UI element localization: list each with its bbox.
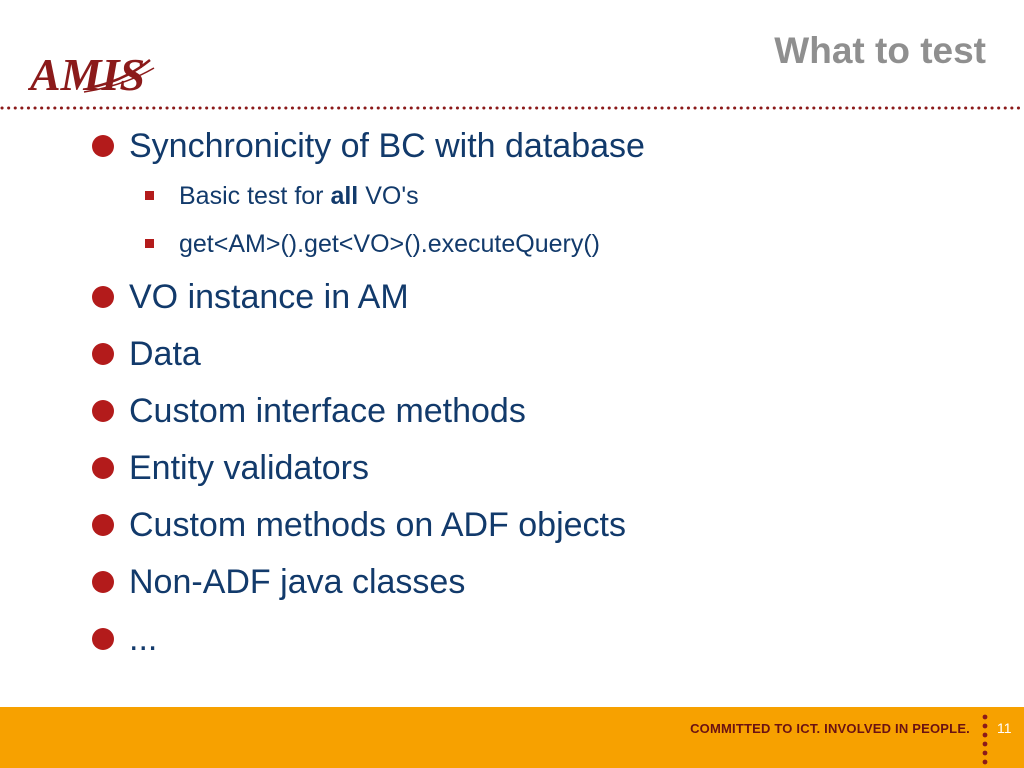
bullet-dot [92, 457, 114, 479]
bullet-item: Synchronicity of BC with database [92, 126, 992, 166]
footer-tagline: COMMITTED TO ICT. INVOLVED IN PEOPLE. [690, 721, 970, 736]
sub-bullet-square [145, 239, 154, 248]
sub-bullet-text: Basic test for all VO's [179, 182, 419, 210]
sub-bullet-item: Basic test for all VO's [92, 181, 992, 211]
bullet-dot [92, 286, 114, 308]
bullet-dot [92, 343, 114, 365]
page-number: 11 [997, 720, 1012, 736]
sub-bullet-square [145, 191, 154, 200]
amis-logo: AMIS [28, 49, 155, 100]
bullet-item: VO instance in AM [92, 277, 992, 317]
bullet-dot [92, 400, 114, 422]
bullet-text: VO instance in AM [129, 278, 409, 316]
bullet-text: Synchronicity of BC with database [129, 127, 645, 165]
title-divider [0, 106, 1024, 110]
bullet-item: Custom interface methods [92, 391, 992, 431]
bullet-text: ... [129, 620, 158, 658]
bullet-text: Non-ADF java classes [129, 563, 466, 601]
bullet-list: Synchronicity of BC with database Basic … [92, 126, 992, 676]
bullet-item: Non-ADF java classes [92, 562, 992, 602]
sub-bullet-text: get<AM>().get<VO>().executeQuery() [179, 230, 601, 258]
footer-dots [982, 714, 988, 765]
sub-bullet-list: Basic test for all VO's get<AM>().get<VO… [92, 181, 992, 259]
emphasis-text: all [330, 182, 359, 210]
bullet-dot [92, 135, 114, 157]
bullet-dot [92, 571, 114, 593]
bullet-dot [92, 628, 114, 650]
bullet-dot [92, 514, 114, 536]
bullet-item: Custom methods on ADF objects [92, 505, 992, 545]
footer-bar: COMMITTED TO ICT. INVOLVED IN PEOPLE. 11 [0, 707, 1024, 768]
bullet-text: Entity validators [129, 449, 369, 487]
slide-title: What to test [774, 30, 986, 71]
bullet-text: Custom methods on ADF objects [129, 506, 627, 544]
bullet-item: ... [92, 619, 992, 659]
bullet-item: Entity validators [92, 448, 992, 488]
bullet-text: Data [129, 335, 201, 373]
bullet-item: Data [92, 334, 992, 374]
bullet-text: Custom interface methods [129, 392, 526, 430]
sub-bullet-item: get<AM>().get<VO>().executeQuery() [92, 229, 992, 259]
